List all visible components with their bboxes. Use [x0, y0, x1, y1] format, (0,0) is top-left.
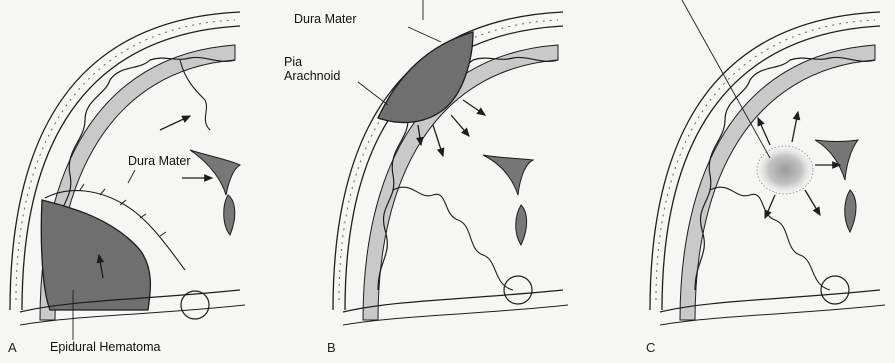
- panel-letter-a: A: [8, 340, 17, 355]
- ventricle-c: [815, 140, 858, 180]
- intracerebral-hemorrhage-c: [757, 146, 813, 194]
- epidural-hematoma-a: [41, 200, 150, 310]
- ventricle-a: [190, 150, 240, 195]
- epidural-hematoma-label: Epidural Hematoma: [50, 341, 160, 354]
- arachnoid-label: Arachnoid: [284, 70, 340, 83]
- panel-a: [10, 12, 245, 340]
- panel-letter-b: B: [327, 340, 336, 355]
- panel-c: [650, 0, 885, 325]
- panel-b: [333, 0, 568, 325]
- dura-mater-label-b: Dura Mater: [294, 13, 357, 26]
- subdural-hematoma-b: [378, 32, 473, 123]
- dura-mater-label-a: Dura Mater: [128, 155, 191, 168]
- ventricle-b: [483, 155, 533, 195]
- panel-letter-c: C: [646, 340, 655, 355]
- pia-label: Pia: [284, 56, 302, 69]
